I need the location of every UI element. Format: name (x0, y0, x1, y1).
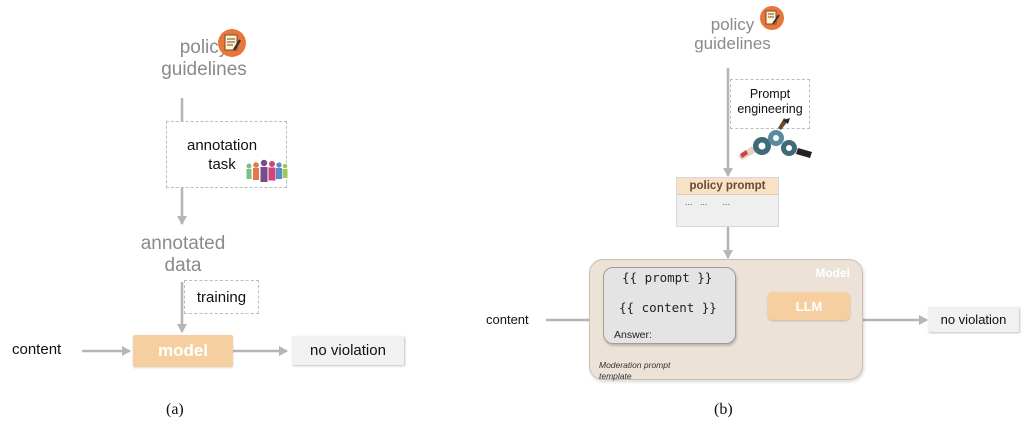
prompt-template-box: {{ prompt }} {{ content }} Answer: (603, 267, 736, 344)
output-box-a: no violation (292, 336, 404, 365)
prompt-engineering-box: Prompt engineering (730, 79, 810, 129)
document-pen-icon-b (760, 6, 784, 30)
people-group-icon (246, 159, 288, 182)
output-box-b: no violation (928, 307, 1019, 332)
content-label-a: content (12, 341, 62, 358)
prompt-word: Prompt (749, 87, 791, 101)
template-prompt-placeholder: {{ prompt }} (622, 270, 713, 285)
policy-word-a: policy (179, 37, 229, 58)
guidelines-word-b: guidelines (694, 34, 771, 53)
template-caption-line1: Moderation prompt (599, 360, 671, 370)
policy-prompt-body: ... ... ... (685, 197, 731, 207)
annotation-task-label: annotation task (187, 136, 257, 174)
annotation-task-box: annotation task (166, 121, 288, 188)
caption-a: (a) (166, 401, 184, 418)
output-label-a: no violation (310, 342, 386, 359)
engineering-word: engineering (737, 102, 803, 116)
policy-guidelines-label-a: policy guidelines (154, 37, 254, 81)
guidelines-word-a: guidelines (161, 59, 247, 80)
template-answer-label: Answer: (614, 329, 652, 341)
model-label-a: model (157, 341, 209, 360)
llm-box: LLM (768, 292, 850, 320)
annotated-word: annotated (140, 233, 226, 254)
template-caption-line2: template (599, 371, 632, 381)
annotated-data-label: annotated data (133, 233, 233, 277)
data-word: data (164, 255, 202, 276)
model-box-a: model (133, 335, 233, 367)
prompt-engineering-label: Prompt engineering (731, 87, 809, 117)
policy-word-b: policy (710, 15, 755, 34)
training-label: training (196, 288, 247, 306)
model-panel-label: Model (815, 266, 850, 280)
policy-guidelines-label-b: policy guidelines (690, 15, 775, 53)
document-pen-icon (218, 29, 246, 57)
template-content-placeholder: {{ content }} (619, 300, 717, 315)
caption-b: (b) (714, 401, 733, 418)
annotation-word: annotation (187, 137, 258, 154)
training-box: training (184, 280, 259, 314)
content-label-b: content (486, 312, 529, 327)
gears-hands-icon (738, 118, 812, 160)
template-caption: Moderation prompt template (599, 360, 670, 382)
policy-prompt-title: policy prompt (677, 178, 778, 195)
policy-prompt-box: policy prompt ... ... ... (676, 177, 779, 227)
output-label-b: no violation (940, 312, 1007, 327)
llm-label: LLM (795, 298, 823, 314)
task-word: task (208, 156, 236, 173)
